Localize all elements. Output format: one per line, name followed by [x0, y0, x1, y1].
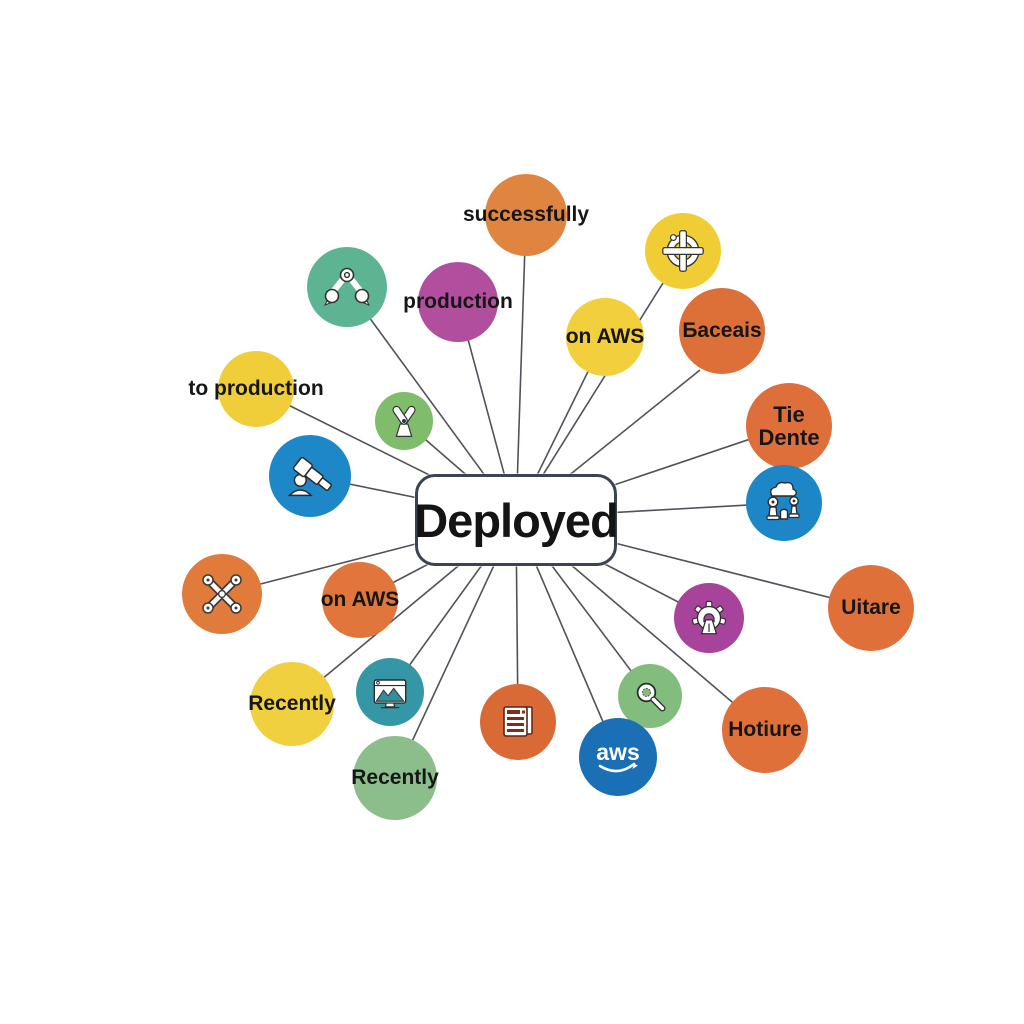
- node-crossed-flags[interactable]: [375, 392, 433, 450]
- node-document-list[interactable]: [480, 684, 556, 760]
- node-label: on AWS: [320, 587, 400, 611]
- node-hotiure[interactable]: Hotiure: [722, 687, 808, 773]
- node-baceais[interactable]: Баceais: [679, 288, 765, 374]
- node-recently-green[interactable]: Recently: [351, 736, 439, 820]
- node-network-branch[interactable]: [307, 247, 387, 327]
- gear-person-icon: [691, 600, 727, 635]
- node-tie-dente[interactable]: Tie Dente: [746, 383, 832, 469]
- chart-window-icon: [373, 679, 407, 709]
- node-label: to production: [188, 376, 324, 400]
- node-successfully[interactable]: successfully: [463, 174, 589, 256]
- node-label: on AWS: [565, 324, 645, 348]
- node-label: Баceais: [682, 318, 762, 342]
- network-branch-icon: [323, 267, 371, 306]
- node-crossed-wrenches[interactable]: [182, 554, 262, 634]
- node-label: Tie Dente: [758, 401, 820, 450]
- node-on-aws-yellow[interactable]: on AWS: [566, 298, 644, 376]
- team-cloud-icon: [766, 481, 800, 521]
- node-production[interactable]: production: [403, 262, 513, 342]
- node-label: Recently: [351, 765, 439, 789]
- center-node-title: Deployed: [414, 493, 619, 547]
- svg-text:aws: aws: [596, 739, 639, 765]
- node-to-production[interactable]: to production: [188, 351, 324, 427]
- node-label: successfully: [462, 202, 590, 226]
- node-chart-window[interactable]: [356, 658, 424, 726]
- node-wheel[interactable]: [645, 213, 721, 289]
- center-node-deployed[interactable]: Deployed: [414, 474, 619, 566]
- node-recently-yellow[interactable]: Recently: [248, 662, 336, 746]
- node-magnifier[interactable]: [618, 664, 682, 728]
- node-on-aws-orange[interactable]: on AWS: [320, 562, 400, 638]
- node-aws[interactable]: aws: [579, 718, 657, 796]
- node-label: Recently: [248, 691, 336, 715]
- node-telescope[interactable]: [269, 435, 351, 517]
- node-uitare[interactable]: Uitare: [828, 565, 914, 651]
- telescope-person-icon: [287, 456, 333, 497]
- wheel-cross-icon: [662, 230, 704, 272]
- node-label: Uitare: [841, 595, 901, 619]
- aws-logo: aws: [596, 739, 640, 773]
- node-team-cloud[interactable]: [746, 465, 822, 541]
- document-list-icon: [503, 706, 533, 737]
- node-label: production: [403, 289, 513, 313]
- node-gear-person[interactable]: [674, 583, 744, 653]
- crossed-flags-icon: [392, 405, 416, 437]
- node-label: Hotiure: [728, 717, 802, 741]
- crossed-wrenches-icon: [202, 574, 242, 614]
- magnifier-icon: [636, 682, 666, 712]
